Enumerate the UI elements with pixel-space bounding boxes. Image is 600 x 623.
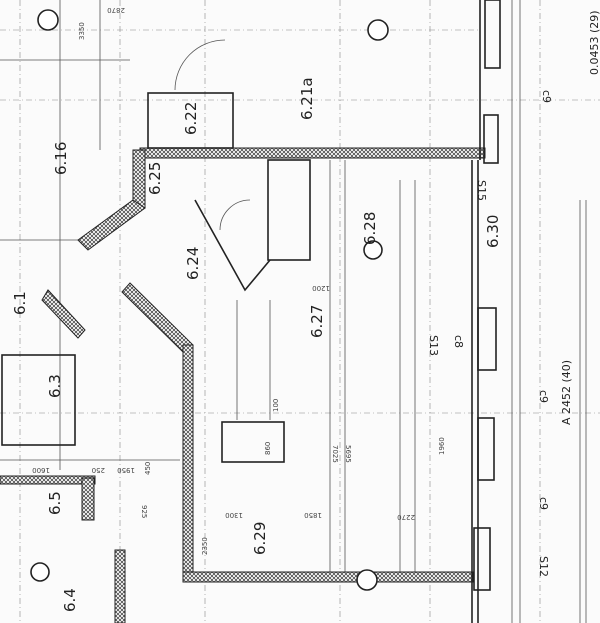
dimension: 7025: [331, 445, 339, 463]
room-6-24: 6.24: [184, 247, 202, 280]
room-6-30: 6.30: [484, 215, 502, 248]
room-6-4: 6.4: [61, 588, 79, 612]
axis-mark: c8: [452, 335, 465, 348]
room-6-25: 6.25: [146, 162, 164, 195]
columns: [30, 9, 389, 591]
room-6-28: 6.28: [361, 212, 379, 245]
dimension: 5695: [344, 445, 352, 463]
area-annotation-top: 0.0453 (29): [588, 10, 600, 75]
dimension: 2870: [107, 6, 125, 14]
dimension: 1600: [32, 466, 50, 474]
room-6-21a: 6.21a: [298, 77, 316, 120]
room-6-27: 6.27: [308, 305, 326, 338]
dimension-labels: 1960 7025 5695 2270 1850 1300 2350 1200 …: [32, 6, 446, 555]
room-6-1: 6.1: [11, 291, 29, 315]
dimension: 450: [144, 462, 152, 475]
dimension: 1300: [225, 511, 243, 519]
dimension: 2270: [397, 513, 415, 521]
area-annotation-right: A 2452 (40): [560, 360, 573, 425]
room-labels: 6.16 6.22 6.21a 6.25 6.24 6.28 6.30 6.27…: [11, 77, 502, 612]
dimension: 1850: [304, 511, 322, 519]
axis-marks: S15 S13 S12 c9 c8 c9 c9: [427, 90, 553, 577]
room-6-29: 6.29: [251, 522, 269, 555]
room-6-22: 6.22: [182, 102, 200, 135]
dimension: 860: [264, 442, 272, 455]
annotations: A 2452 (40) 0.0453 (29): [560, 10, 600, 425]
dimension: 250: [92, 466, 105, 474]
room-6-5: 6.5: [46, 491, 64, 515]
axis-mark: c9: [537, 497, 550, 510]
dimension: 925: [140, 505, 148, 518]
axis-mark: S15: [475, 180, 488, 201]
dimension: 1960: [438, 437, 446, 455]
room-6-16: 6.16: [52, 142, 70, 175]
room-6-3: 6.3: [46, 374, 64, 398]
dimension: 1200: [312, 284, 330, 292]
axis-mark: c9: [537, 390, 550, 403]
dimension: 3350: [78, 22, 86, 40]
axis-mark: c9: [540, 90, 553, 103]
dimension: 1950: [117, 466, 135, 474]
dimension: 2350: [201, 537, 209, 555]
axis-mark: S12: [537, 556, 550, 577]
walls: [0, 0, 501, 623]
axis-mark: S13: [427, 335, 440, 356]
dimension: 100: [272, 399, 280, 412]
